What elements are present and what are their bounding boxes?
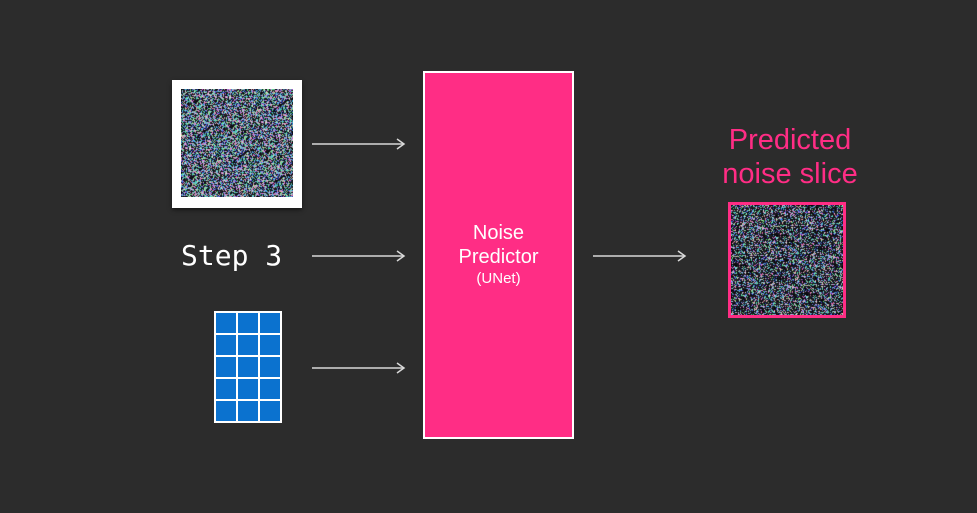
unet-subtitle: (UNet) bbox=[476, 270, 521, 287]
embedding-cell bbox=[238, 379, 258, 399]
arrow-embedding-to-unet bbox=[312, 362, 406, 374]
arrow-image-to-unet bbox=[312, 138, 406, 150]
embedding-cell bbox=[216, 357, 236, 377]
timestep-label: Step 3 bbox=[181, 239, 283, 272]
predicted-title-line2: noise slice bbox=[722, 158, 858, 190]
embedding-cell bbox=[216, 379, 236, 399]
embedding-cell bbox=[216, 335, 236, 355]
embedding-cell bbox=[216, 401, 236, 421]
embedding-cell bbox=[260, 313, 280, 333]
unet-title-line1: Noise bbox=[472, 222, 525, 244]
predicted-noise-image bbox=[728, 202, 846, 318]
noise-predictor-unet-box: Noise Predictor (UNet) bbox=[423, 71, 574, 439]
predicted-noise-title: Predicted noise slice bbox=[700, 123, 880, 191]
embedding-cell bbox=[238, 335, 258, 355]
embedding-cell bbox=[260, 357, 280, 377]
predicted-title-line1: Predicted bbox=[728, 124, 852, 156]
embedding-cell bbox=[238, 313, 258, 333]
embedding-cell bbox=[238, 401, 258, 421]
embedding-cell bbox=[260, 401, 280, 421]
text-embedding-grid bbox=[214, 311, 282, 423]
arrow-step-to-unet bbox=[312, 250, 406, 262]
embedding-cell bbox=[216, 313, 236, 333]
predicted-noise-picture bbox=[731, 205, 843, 315]
noisy-latent-picture bbox=[181, 89, 293, 197]
embedding-cell bbox=[238, 357, 258, 377]
noisy-input-image bbox=[172, 80, 302, 208]
unet-title-line2: Predictor bbox=[458, 246, 539, 268]
embedding-cell bbox=[260, 335, 280, 355]
embedding-cell bbox=[260, 379, 280, 399]
arrow-unet-to-output bbox=[593, 250, 687, 262]
